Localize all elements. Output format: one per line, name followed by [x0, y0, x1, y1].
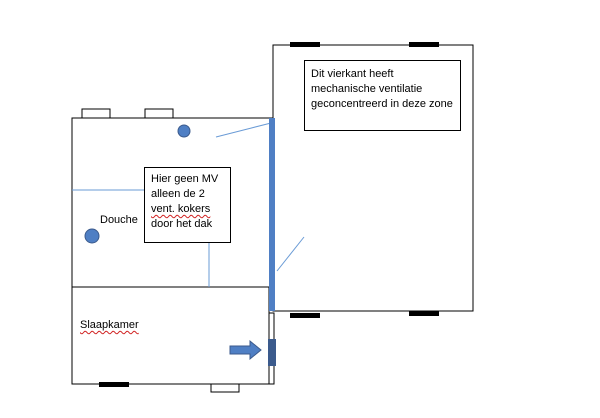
no-mv-note-line-2: alleen de 2 — [151, 188, 205, 200]
window-bottom-left — [290, 313, 320, 318]
slaapkamer-wall — [71, 286, 270, 385]
room-label-slaapkamer: Slaapkamer — [80, 319, 139, 331]
sill-top-1 — [81, 108, 111, 119]
window-slaapkamer — [99, 382, 129, 387]
zone-note-line-2: mechanische ventilatie — [311, 83, 423, 95]
no-mv-note-line-1: Hier geen MV — [151, 173, 219, 185]
door-block — [268, 339, 276, 366]
interior-line-diagonal-bottom — [276, 236, 305, 272]
zone-note-line-3: geconcentreerd in deze zone — [311, 98, 453, 110]
sill-bottom — [210, 383, 240, 393]
window-top-left — [290, 42, 320, 47]
window-top-right — [409, 42, 439, 47]
room-label-douche: Douche — [100, 214, 138, 226]
no-mv-note-line-4: door het dak — [151, 218, 213, 230]
zone-note-line-1: Dit vierkant heeft — [311, 68, 394, 80]
vent-circle-top — [177, 124, 191, 138]
vent-circle-douche — [84, 228, 100, 244]
no-mv-note: Hier geen MV alleen de 2 vent. kokers do… — [144, 167, 231, 243]
sill-top-2 — [144, 108, 174, 119]
interior-line-diagonal-top — [215, 122, 272, 138]
zone-note: Dit vierkant heeft mechanische ventilati… — [304, 60, 461, 131]
window-bottom-right — [409, 311, 439, 316]
douche-room-wall — [71, 117, 273, 287]
arrow-icon — [229, 339, 262, 361]
no-mv-note-line-3: vent. kokers — [151, 203, 211, 215]
blue-partition-wall — [269, 118, 275, 311]
